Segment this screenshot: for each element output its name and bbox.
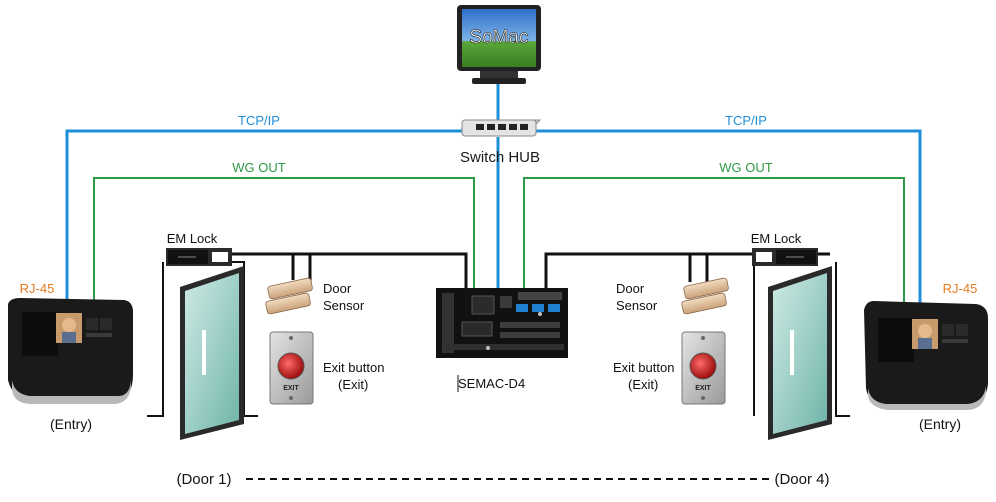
rj45-label-right: RJ-45 (943, 281, 978, 296)
exit-button-label-right-1: Exit button (613, 360, 674, 375)
exit-plate-left: EXIT (283, 385, 299, 392)
switch-hub-icon (460, 119, 542, 137)
exit-button-icon (681, 331, 726, 405)
software-label: SoMac (469, 27, 528, 48)
door-sensor-label-left-2: Sensor (323, 298, 365, 313)
glass-door-icon (180, 266, 244, 440)
wg-out-wires (93, 177, 905, 304)
tcp-label-right: TCP/IP (725, 113, 767, 128)
tcp-label-left: TCP/IP (238, 113, 280, 128)
tcp-ip-wires (65, 84, 922, 304)
switch-hub-label: Switch HUB (460, 149, 540, 166)
em-lock-icon (752, 248, 818, 266)
exit-button-icon (269, 331, 314, 405)
face-terminal-icon (8, 298, 133, 404)
face-terminal-icon (864, 301, 988, 410)
em-lock-icon (166, 248, 232, 266)
wg-label-left: WG OUT (232, 160, 285, 175)
em-lock-label-left: EM Lock (167, 231, 218, 246)
rj45-label-left: RJ-45 (20, 281, 55, 296)
entry-label-right: (Entry) (919, 416, 961, 432)
door-sensor-icon (265, 277, 313, 315)
door-sensor-label-right-2: Sensor (616, 298, 658, 313)
wg-label-right: WG OUT (719, 160, 772, 175)
monitor-icon (457, 5, 541, 84)
exit-plate-right: EXIT (695, 385, 711, 392)
controller-label: SEMAC-D4 (458, 376, 525, 391)
door-sensor-icon (681, 277, 729, 315)
exit-button-label-right-2: (Exit) (628, 377, 658, 392)
door-sensor-label-right-1: Door (616, 281, 645, 296)
controller-board-icon (436, 288, 568, 358)
door-4-label: (Door 4) (774, 471, 829, 488)
door-sensor-label-left-1: Door (323, 281, 352, 296)
lock-wires (210, 252, 830, 290)
entry-label-left: (Entry) (50, 416, 92, 432)
em-lock-label-right: EM Lock (751, 231, 802, 246)
door-1-label: (Door 1) (176, 471, 231, 488)
exit-button-label-left-1: Exit button (323, 360, 384, 375)
exit-button-label-left-2: (Exit) (338, 377, 368, 392)
glass-door-icon (768, 266, 832, 440)
